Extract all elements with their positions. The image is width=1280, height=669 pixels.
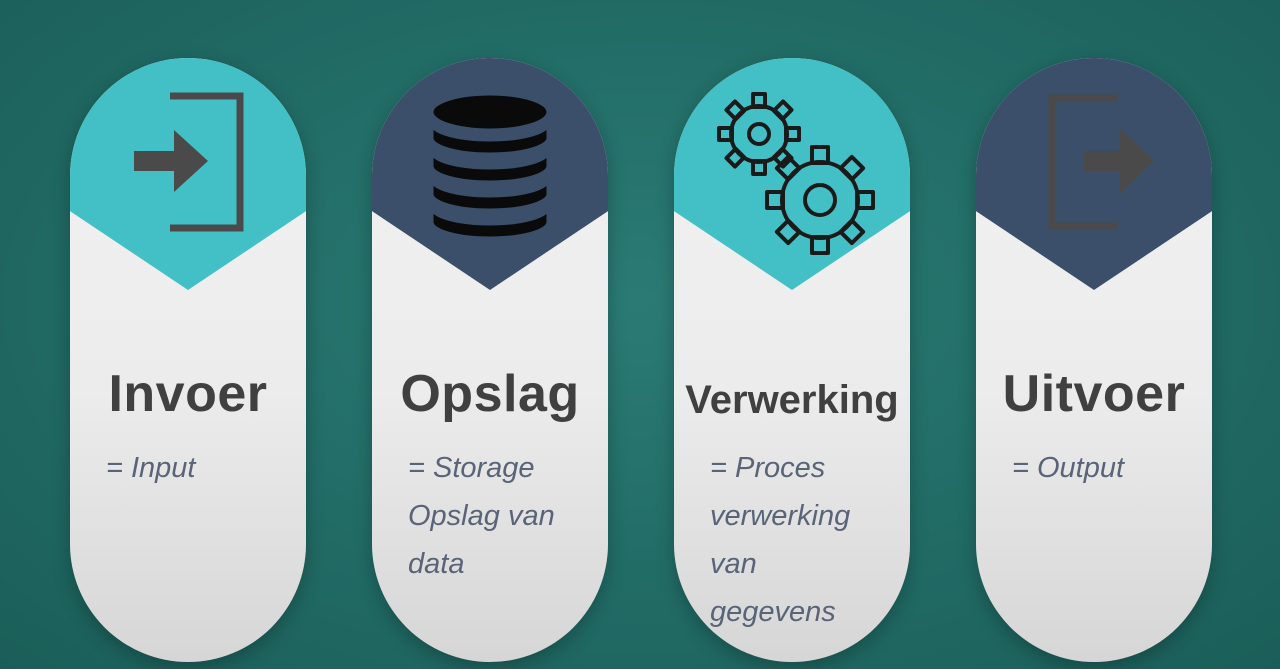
gears-icon xyxy=(717,92,875,255)
card-title: Verwerking xyxy=(685,378,899,422)
desc-line: van xyxy=(710,548,757,580)
card-title: Opslag xyxy=(400,365,580,423)
card-description: = Storage Opslag van data xyxy=(408,444,592,588)
card-title: Uitvoer xyxy=(1002,365,1186,423)
desc-line: = Proces xyxy=(710,452,826,484)
processing-card: Verwerking = Proces verwerking van gegev… xyxy=(674,58,910,662)
desc-line: gegevens xyxy=(710,596,836,628)
desc-line: = Input xyxy=(106,452,196,484)
input-card: Invoer = Input xyxy=(70,58,306,662)
card-description: = Output xyxy=(1012,444,1196,492)
card-description: = Input xyxy=(106,444,290,492)
output-arrow-icon xyxy=(1048,94,1154,230)
database-icon xyxy=(430,92,550,240)
storage-card: Opslag = Storage Opslag van data xyxy=(372,58,608,662)
input-arrow-icon xyxy=(134,92,244,232)
desc-line: verwerking xyxy=(710,500,851,532)
desc-line: = Storage xyxy=(408,452,535,484)
output-card: Uitvoer = Output xyxy=(976,58,1212,662)
card-description: = Proces verwerking van gegevens xyxy=(710,444,894,636)
desc-line: Opslag van xyxy=(408,500,555,532)
card-title: Invoer xyxy=(108,365,268,423)
desc-line: = Output xyxy=(1012,452,1125,484)
desc-line: data xyxy=(408,548,465,580)
